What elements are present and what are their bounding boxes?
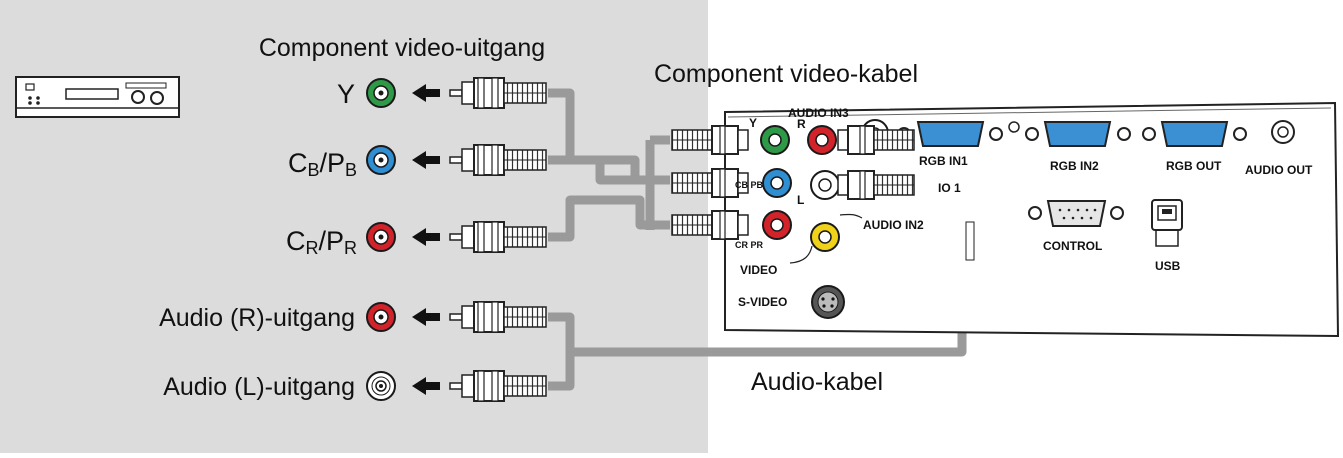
panel-label-audio-in2: AUDIO IN2	[863, 218, 924, 232]
projector-panel	[724, 101, 1340, 338]
source-output-title: Component video-uitgang	[259, 34, 545, 62]
panel-label-audio-in3: AUDIO IN3	[788, 106, 849, 120]
panel-jack-y-green	[760, 125, 790, 155]
jack-cb-blue	[366, 145, 396, 175]
source-panel	[0, 0, 708, 453]
control-port-icon	[1028, 200, 1124, 227]
panel-label-control: CONTROL	[1043, 239, 1102, 253]
panel-plug-cr	[671, 210, 749, 240]
panel-jack-cb-blue	[762, 168, 792, 198]
jack-audio-l-white	[366, 371, 396, 401]
jack-cr-red	[366, 222, 396, 252]
panel-plug-audio-l	[837, 170, 915, 200]
panel-jack-audio-in3-l	[810, 170, 840, 200]
jack-y-green	[366, 78, 396, 108]
panel-label-s-video: S-VIDEO	[738, 295, 787, 309]
audio-cable-title: Audio-kabel	[751, 368, 883, 396]
projector-plugs	[671, 125, 915, 240]
jack-audio-r-red	[366, 302, 396, 332]
panel-jack-audio-in3-r	[807, 125, 837, 155]
rgb-in2-port-icon	[1025, 121, 1131, 147]
panel-label-r: R	[797, 117, 806, 131]
panel-label-usb: USB	[1155, 259, 1181, 273]
plug-cr	[412, 221, 547, 253]
output-cb-label: CB/PB	[288, 148, 357, 180]
panel-label-cb-pb: CB PB	[735, 180, 764, 190]
audio-out-jack-icon	[1271, 120, 1295, 144]
panel-label-rgb-out: RGB OUT	[1166, 159, 1222, 173]
panel-label-rgb-in2: RGB IN2	[1050, 159, 1099, 173]
component-cable	[548, 88, 670, 242]
output-y-label: Y	[337, 79, 355, 109]
plug-audio-r	[412, 301, 547, 333]
panel-label-l: L	[797, 193, 804, 207]
output-audio-l-label: Audio (L)-uitgang	[163, 373, 355, 401]
plug-y	[412, 77, 547, 109]
panel-jack-video-yellow	[810, 222, 840, 252]
panel-label-cr-pr: CR PR	[735, 240, 764, 250]
component-cable-title: Component video-kabel	[654, 60, 918, 88]
panel-label-audio-out: AUDIO OUT	[1245, 163, 1313, 177]
dvd-player-icon	[15, 76, 180, 118]
source-plugs	[412, 77, 547, 402]
usb-port-icon	[1151, 199, 1183, 247]
panel-label-rgb-in1: RGB IN1	[919, 154, 968, 168]
panel-plug-cb	[671, 168, 749, 198]
rgb-out-port-icon	[1142, 121, 1247, 147]
panel-label-video: VIDEO	[740, 263, 777, 277]
panel-label-y: Y	[749, 116, 757, 130]
panel-edge-mark	[965, 221, 975, 261]
panel-plug-audio-r	[837, 125, 915, 155]
panel-plug-y	[671, 125, 749, 155]
plug-audio-l	[412, 370, 547, 402]
s-video-port-icon	[811, 285, 845, 319]
plug-cb	[412, 144, 547, 176]
panel-label-io1: IO 1	[938, 181, 961, 195]
output-audio-r-label: Audio (R)-uitgang	[159, 304, 355, 332]
panel-jack-cr-red	[762, 210, 792, 240]
output-cr-label: CR/PR	[286, 226, 357, 258]
rgb-in1-port-icon	[897, 121, 1020, 147]
